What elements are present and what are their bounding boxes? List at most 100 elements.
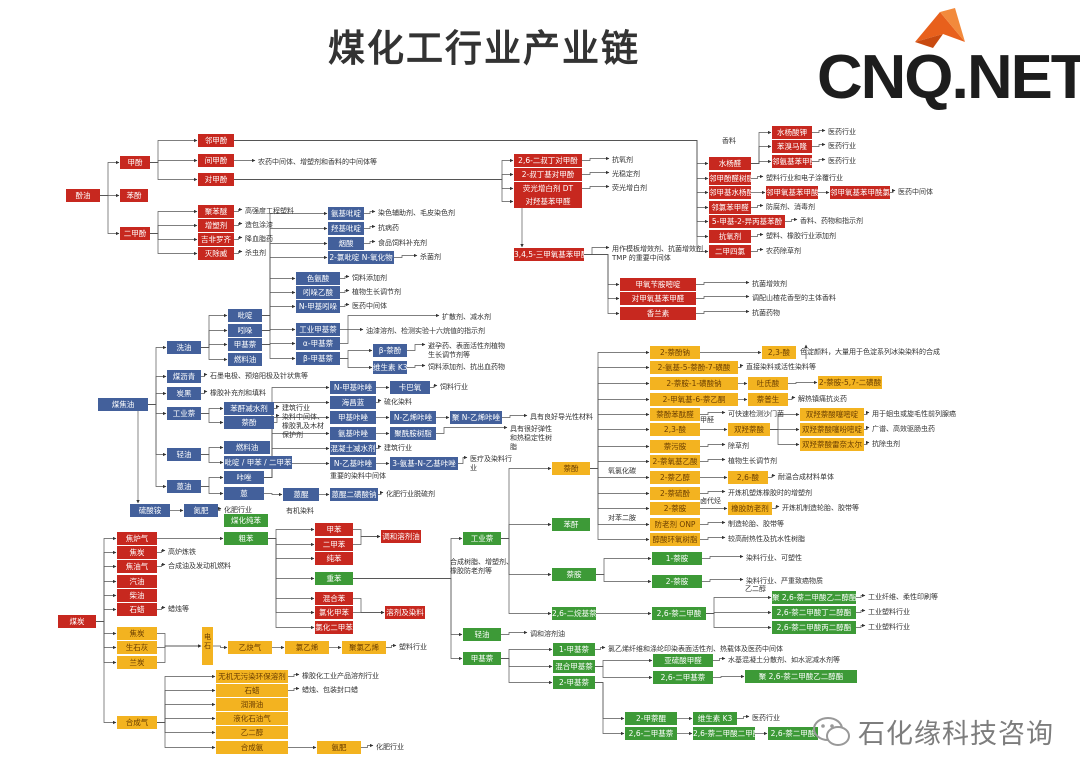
connector-arrow [864, 410, 870, 415]
annotation-t23: 农药除草剂 [766, 247, 801, 255]
annotation-t80: 水基混凝土分散剂、如水泥减水剂等 [728, 656, 840, 664]
connector-arrow [430, 383, 438, 388]
connector-arrow [148, 374, 167, 405]
annotation-t86: 橡胶化工业产品溶剂行业 [302, 672, 379, 680]
annotation-t38: 建筑行业 [282, 404, 310, 412]
diagram-node-r44: 汽油 [117, 575, 157, 588]
diagram-node-r32: 甲苯 [315, 523, 353, 536]
diagram-node-b28: 咔唑 [224, 471, 264, 484]
annotation-t11: 抗菌增效剂 [752, 280, 787, 288]
connector-arrow [274, 413, 280, 423]
diagram-node-g1: 苯酐 [552, 518, 590, 531]
connector-arrow [702, 554, 744, 559]
diagram-node-r12: 2,6-二叔丁对甲酚 [514, 154, 582, 167]
diagram-node-y8: 2-甲氧基-6-萘乙酮 [650, 393, 738, 406]
annotation-t36: 生长调节剂等 [428, 351, 470, 359]
diagram-node-r22: 苯溴马隆 [772, 140, 812, 153]
annotation-t65: 卤代烃 [700, 497, 721, 505]
diagram-node-r25: 邻甲基水杨酸 [709, 186, 751, 199]
connector-arrow [376, 398, 382, 403]
diagram-node-r2: 甲酚 [120, 156, 150, 169]
connector-arrow [201, 454, 224, 465]
annotation-t39: 染料中间体、橡胶乳及木材保护剂 [282, 413, 324, 439]
diagram-node-g10: 2,6-萘二甲酸 [652, 607, 706, 620]
diagram-node-b14: 烟酸 [328, 237, 364, 250]
annotation-t4: 降血脂药 [245, 235, 273, 243]
diagram-node-r18: 对甲氧基苯甲醛 [620, 292, 696, 305]
connector-arrow [386, 643, 397, 648]
diagram-node-g11: 聚 2,6-萘二甲酸乙二醇酯 [772, 591, 856, 604]
annotation-t76: 工业塑料行业 [868, 623, 910, 631]
connector-arrow [596, 556, 652, 575]
annotation-t53: 直接染料或活性染料等 [746, 363, 816, 371]
annotation-t20: 防腐剂、消毒剂 [766, 203, 815, 211]
connector-arrow [864, 440, 870, 445]
connector-arrow [157, 674, 216, 723]
connector-arrow [770, 429, 800, 447]
diagram-node-b19: 工业甲基萘 [296, 323, 340, 336]
connector-arrow [288, 672, 300, 677]
connector-arrow [706, 613, 772, 630]
connector-arrow [595, 682, 625, 721]
connector-arrow [157, 716, 216, 723]
diagram-node-b27: 吡啶 / 甲苯 / 二甲苯 [224, 456, 292, 469]
diagram-node-r41: 焦炉气 [117, 532, 157, 545]
diagram-node-r10: 吉非罗齐 [198, 233, 234, 246]
annotation-t31: 植物生长调节剂 [352, 288, 401, 296]
diagram-node-b37: 聚酰胺树脂 [390, 427, 436, 440]
connector-arrow [268, 538, 315, 547]
diagram-node-b44: 氮肥 [184, 504, 218, 517]
diagram-node-y15: 双羟萘酸雷奈太尔 [800, 438, 864, 451]
diagram-node-y34: 石蜡 [216, 684, 288, 697]
origami-bird-icon [915, 8, 965, 48]
diagram-node-y2: 2-萘酚钠 [650, 346, 700, 359]
connector-arrow [201, 313, 228, 348]
annotation-t63: 开炼机塑炼橡胶时的增塑剂 [728, 489, 812, 497]
annotation-t32: 医药中间体 [352, 302, 387, 310]
diagram-node-y32: 合成气 [117, 716, 157, 729]
diagram-node-r1: 酚油 [66, 189, 100, 202]
annotation-t22: 塑料、橡胶行业添加剂 [766, 232, 836, 240]
connector-arrow [501, 538, 552, 577]
annotation-t28: 食品饲料补充剂 [378, 239, 427, 247]
connector-arrow [96, 593, 117, 622]
annotation-t73: 染料行业、严重致癌物质 [746, 577, 823, 585]
diagram-node-y12: 双羟萘酸 [728, 423, 770, 436]
diagram-node-y33: 无机无污染环保溶剂 [216, 670, 288, 683]
diagram-node-y1: 萘酚 [552, 462, 590, 475]
diagram-node-y4: 2-氨基-5-萘酚-7-磺酸 [650, 361, 738, 374]
annotation-t50: 有机染料 [286, 507, 314, 515]
diagram-node-r23: 邻氨基苯甲酰 [772, 155, 812, 168]
page-title: 煤化工行业产业链 [328, 27, 640, 70]
annotation-t49: 化肥行业脱硫剂 [386, 490, 435, 498]
connector-arrow [590, 468, 650, 542]
connector-arrow [96, 621, 117, 725]
connector-arrow [340, 358, 373, 370]
wechat-icon [813, 716, 850, 746]
connector-arrow [340, 313, 440, 330]
annotation-t5: 杀虫剂 [245, 249, 266, 257]
connector-arrow [234, 207, 243, 212]
connector-arrow [590, 412, 650, 469]
diagram-node-y29: 乙炔气 [228, 641, 272, 654]
connector-arrow [96, 564, 117, 622]
diagram-node-r31: 二甲四氯 [709, 245, 751, 258]
diagram-node-b26: 燃料油 [224, 441, 270, 454]
diagram-node-g9: 2,6-二烷基萘 [552, 607, 596, 620]
connector-arrow [407, 363, 426, 368]
diagram-node-g20: 聚 2,6-萘二甲酸乙二醇酯 [745, 670, 857, 683]
diagram-node-r26: 邻甲氧基苯甲酸 [766, 186, 818, 199]
connector-arrow [788, 395, 796, 400]
diagram-node-b13: 羟基吡啶 [328, 222, 364, 235]
diagram-node-g8: 2-萘胺 [652, 575, 702, 588]
annotation-t70: 合成树脂、增塑剂、 [450, 558, 513, 566]
diagram-node-g16: 1-甲基萘 [553, 643, 595, 656]
diagram-node-y35: 润滑油 [216, 698, 288, 711]
connector-arrow [157, 688, 216, 723]
connector-arrow [262, 290, 296, 331]
connector-arrow [268, 527, 315, 539]
diagram-node-g25: 2,6-萘二甲酸二甲酯 [693, 727, 755, 740]
annotation-t75: 工业塑料行业 [868, 608, 910, 616]
connector-arrow [582, 170, 610, 175]
